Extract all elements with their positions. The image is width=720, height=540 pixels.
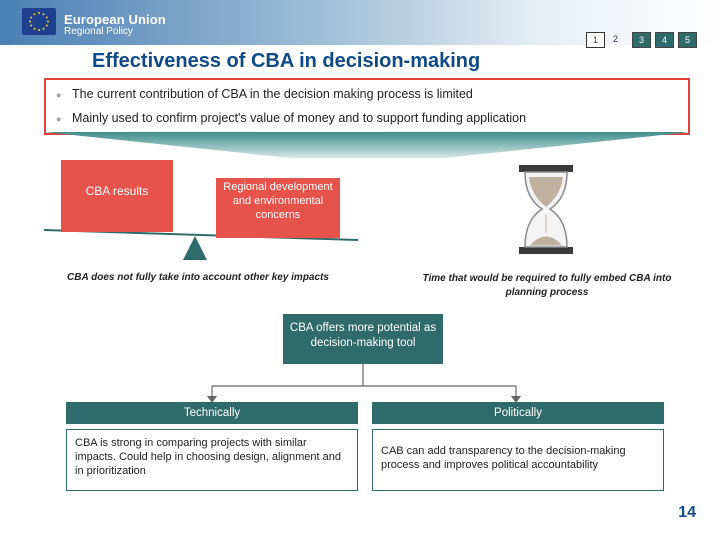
politically-header: Politically bbox=[372, 402, 664, 424]
right-caption: Time that would be required to fully emb… bbox=[422, 273, 672, 298]
bullet-dot-icon: ● bbox=[56, 114, 62, 124]
technically-header: Technically bbox=[66, 402, 358, 424]
technically-body: CBA is strong in comparing projects with… bbox=[66, 429, 358, 491]
hourglass-icon bbox=[519, 165, 573, 254]
nav-item-1[interactable]: 1 bbox=[586, 32, 605, 48]
cba-results-box: CBA results bbox=[61, 160, 173, 232]
politically-body: CAB can add transparency to the decision… bbox=[372, 429, 664, 491]
nav-item-3[interactable]: 3 bbox=[632, 32, 651, 48]
left-caption: CBA does not fully take into account oth… bbox=[67, 272, 329, 283]
banner-bullet: ●The current contribution of CBA in the … bbox=[56, 87, 473, 101]
regional-concerns-box: Regional development and environmental c… bbox=[216, 178, 340, 238]
banner-bullet: ●Mainly used to confirm project's value … bbox=[56, 111, 527, 125]
funnel-arrow bbox=[44, 132, 690, 158]
bullet-dot-icon: ● bbox=[56, 90, 62, 100]
nav-item-2[interactable]: 2 bbox=[612, 34, 618, 44]
page-number: 14 bbox=[678, 504, 696, 521]
summary-banner: ●The current contribution of CBA in the … bbox=[44, 78, 690, 135]
potential-box: CBA offers more potential as decision-ma… bbox=[283, 314, 443, 364]
split-connector bbox=[207, 364, 521, 403]
eu-flag-logo bbox=[22, 8, 56, 35]
page-title: Effectiveness of CBA in decision-making bbox=[92, 50, 481, 72]
org-name: European Union bbox=[64, 12, 166, 27]
org-subtitle: Regional Policy bbox=[64, 26, 133, 37]
nav-item-4[interactable]: 4 bbox=[655, 32, 674, 48]
nav-item-5[interactable]: 5 bbox=[678, 32, 697, 48]
